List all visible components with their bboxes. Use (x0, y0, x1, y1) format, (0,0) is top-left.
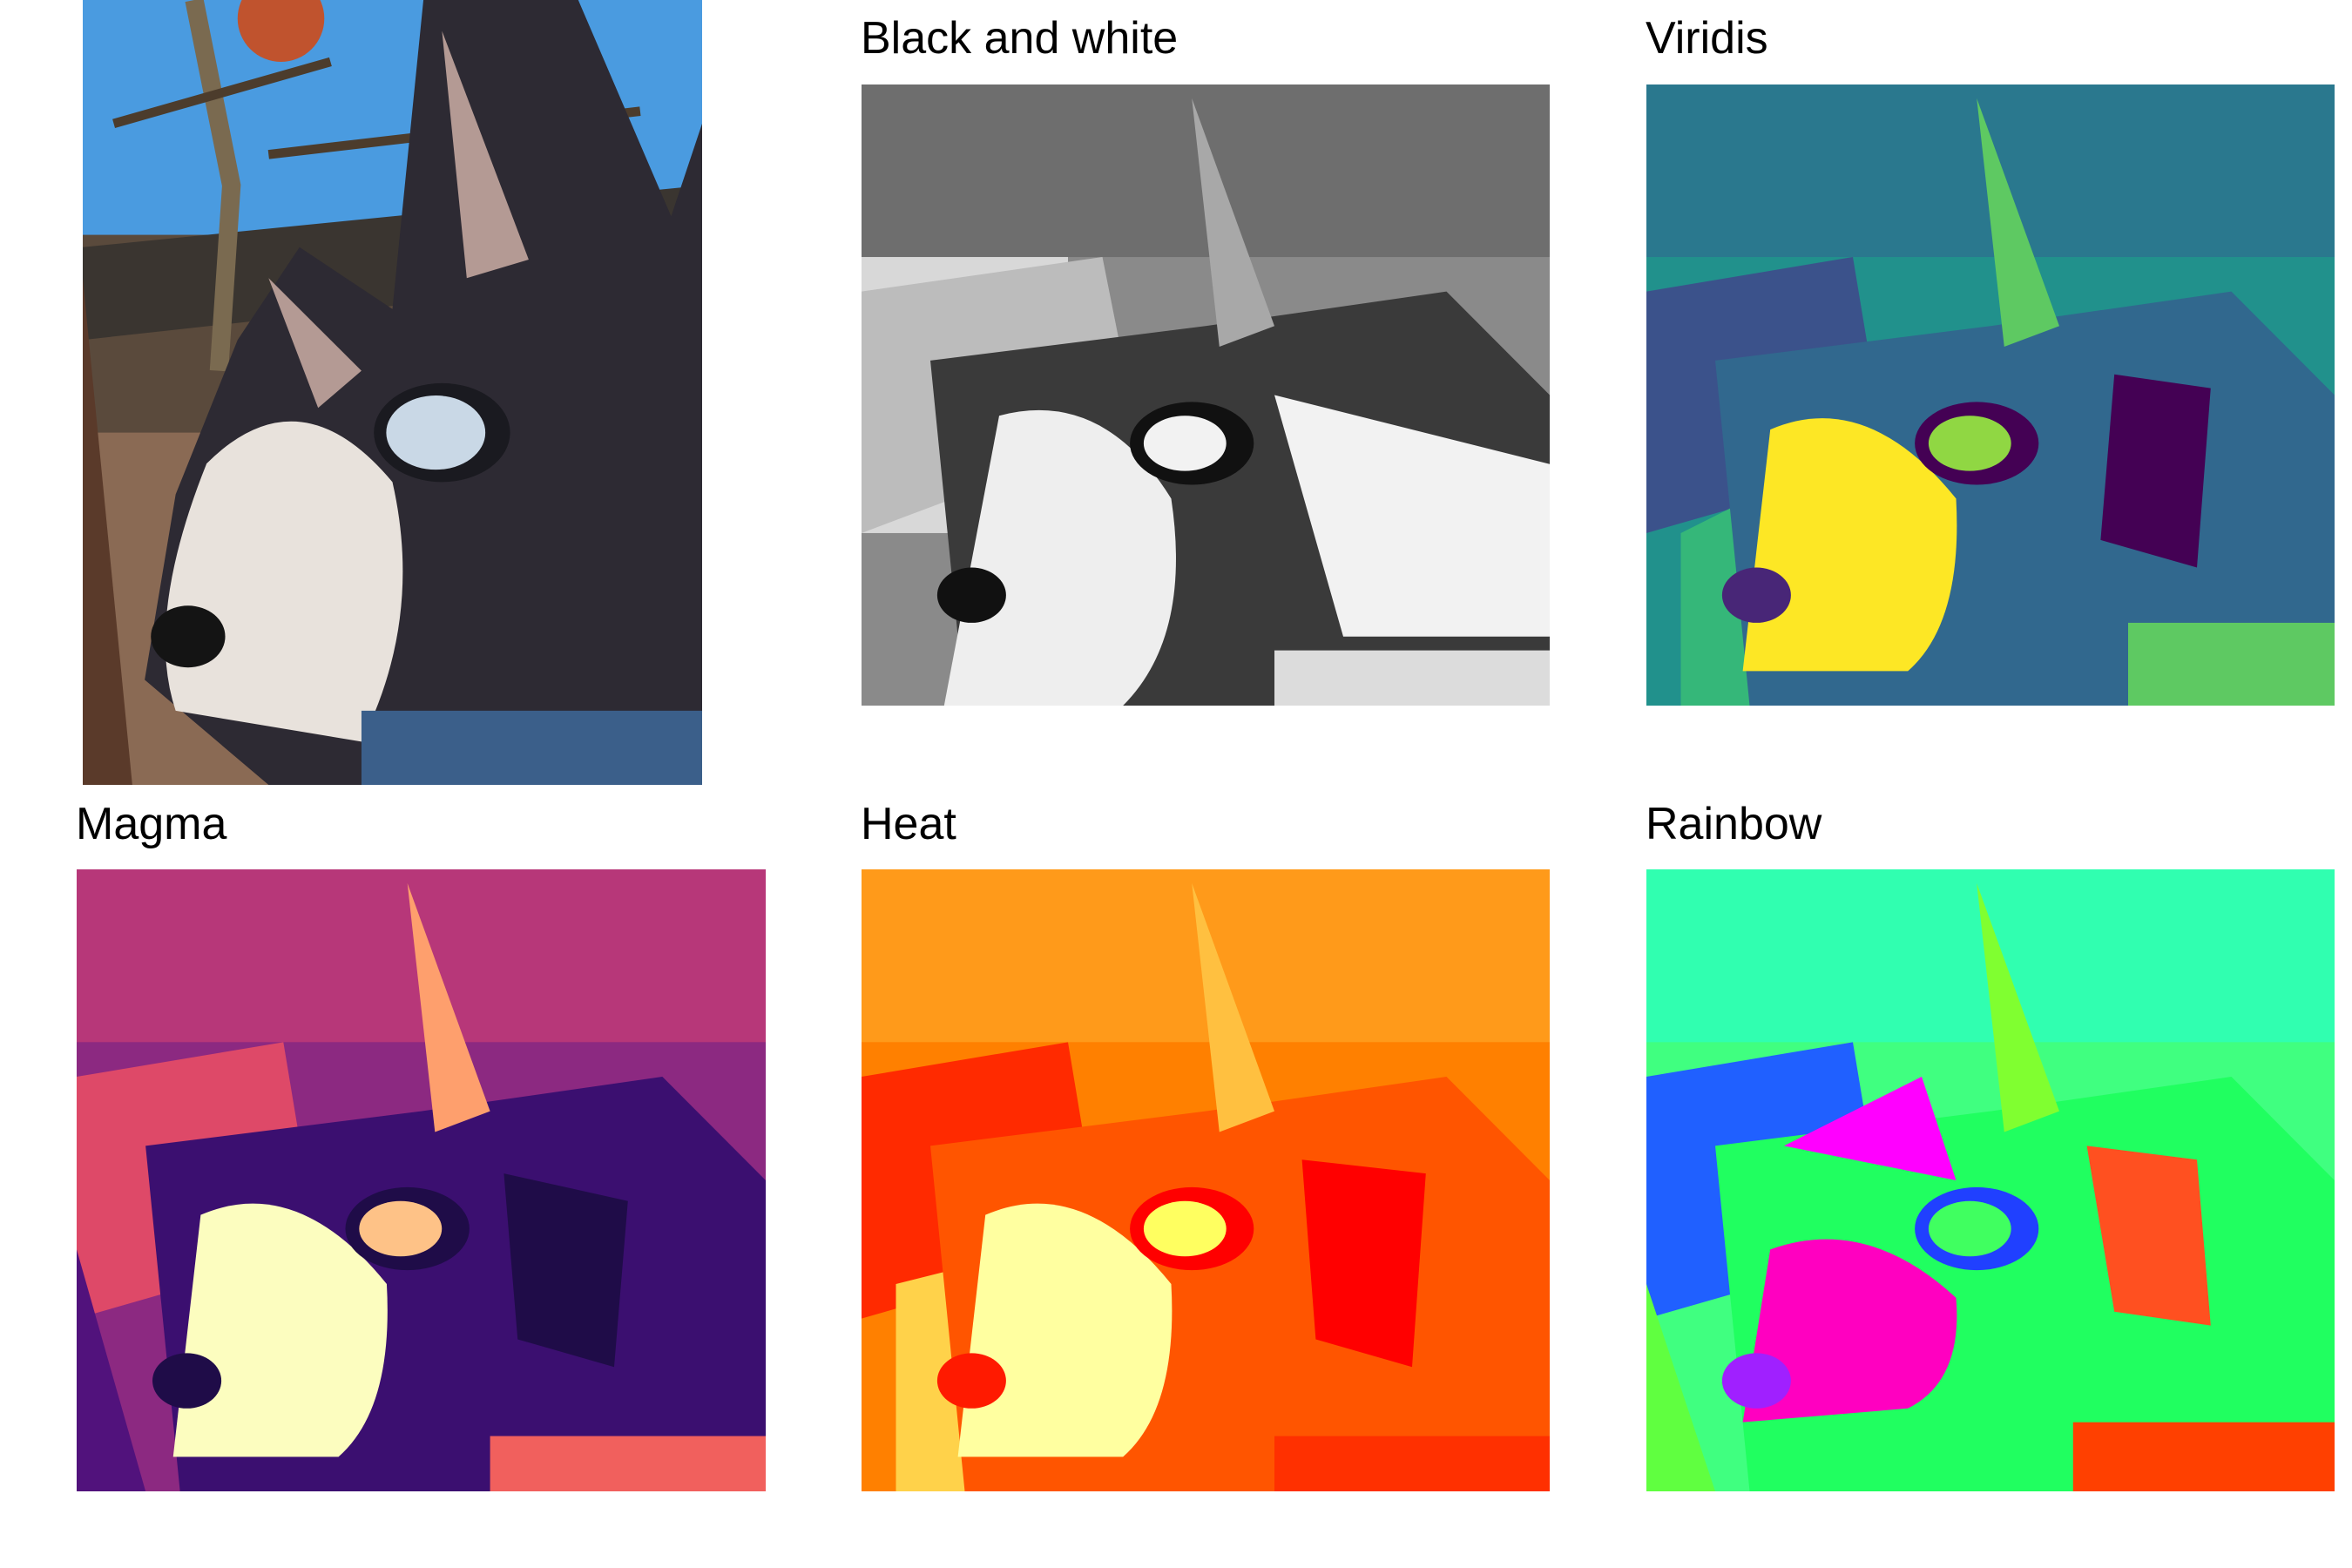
panel-title-viridis: Viridis (1646, 13, 1768, 64)
original-dog-photo (83, 0, 702, 785)
heat-dog-image (862, 869, 1550, 1491)
panel-title-bw: Black and white (861, 13, 1179, 64)
magma-dog-image (77, 869, 766, 1491)
panel-title-magma: Magma (76, 799, 227, 849)
rainbow-dog-image (1646, 869, 2335, 1491)
viridis-dog-image (1646, 84, 2335, 706)
panel-title-rainbow: Rainbow (1646, 799, 1822, 849)
panel-title-heat: Heat (861, 799, 956, 849)
bw-dog-image (862, 84, 1550, 706)
